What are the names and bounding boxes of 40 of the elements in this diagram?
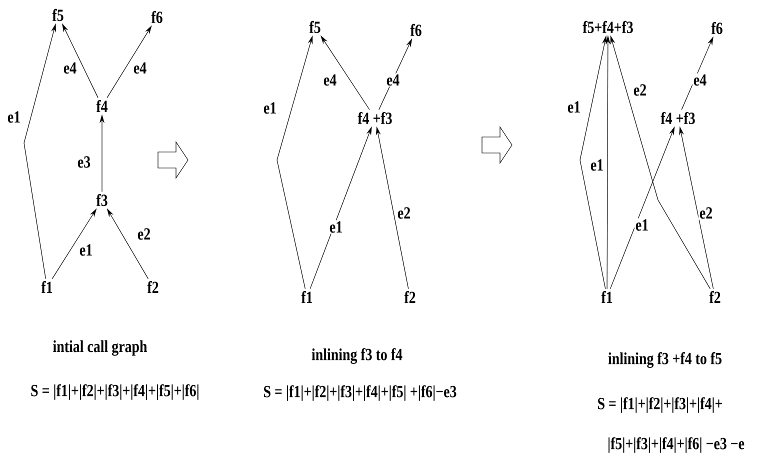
edge-label: e2: [136, 227, 152, 241]
edge-label: e1: [566, 100, 582, 114]
formula-text: S = |f1|+|f2|+|f3|+|f4|+|f5|+|f6|: [31, 384, 198, 400]
edge-label: e1: [262, 101, 278, 115]
node-label: f6: [151, 10, 162, 24]
edge-label: e2: [698, 206, 714, 220]
node-label: f1: [601, 291, 612, 303]
edge-label: e4: [692, 73, 708, 87]
node-label: f5+f4+f3: [582, 20, 633, 34]
edge-label: e4: [322, 73, 338, 87]
node-label: f4: [96, 100, 108, 112]
node-label: f2: [709, 291, 720, 303]
edge-label: e2: [396, 206, 412, 220]
node-label: f1: [41, 281, 52, 293]
edge-label: e1: [634, 218, 650, 232]
node-label: f6: [711, 22, 722, 34]
caption: inlining f3 +f4 to f5: [608, 352, 722, 368]
edge-label: e4: [132, 61, 148, 75]
edge-label: e3: [76, 155, 92, 169]
node-label: f2: [147, 281, 158, 293]
node-label: f1: [301, 291, 312, 303]
formula-text: |f5|+|f3|+|f4|+|f6| −e3 −e: [608, 437, 744, 453]
edge-label: e4: [385, 73, 401, 87]
node-label: f6: [410, 24, 422, 36]
edge-label: e1: [589, 158, 605, 172]
caption: inlining f3 to f4: [312, 348, 402, 364]
formula-text: S = |f1|+|f2|+|f3|+|f4|+|f5| +|f6|−e3: [264, 385, 456, 401]
edge-label: e1: [328, 220, 344, 234]
formula-text: S = |f1|+|f2|+|f3|+|f4|+: [598, 397, 722, 413]
node-label: f2: [404, 291, 416, 303]
node-label: f4 +f3: [660, 112, 695, 124]
node-label: f5: [52, 8, 64, 22]
edge-label: e2: [632, 83, 648, 97]
edge-label: e1: [78, 243, 94, 257]
caption: intial call graph: [53, 340, 148, 356]
node-label: f4 +f3: [358, 112, 392, 124]
node-label: f5: [309, 20, 320, 34]
node-label: f3: [96, 194, 108, 206]
edge-label: e4: [62, 61, 78, 75]
edge-label: e1: [6, 110, 22, 124]
